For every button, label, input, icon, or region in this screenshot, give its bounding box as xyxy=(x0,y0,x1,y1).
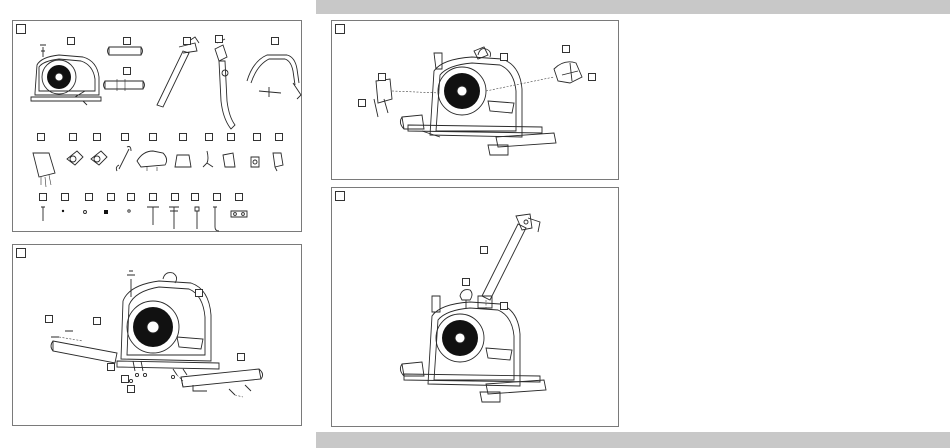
handlebar-post-icon xyxy=(482,214,540,300)
callout-label xyxy=(39,193,47,201)
callout-label xyxy=(61,193,69,201)
screw-icon xyxy=(41,207,130,221)
callout-label xyxy=(85,193,93,201)
knob-icon xyxy=(460,290,472,308)
callout-label xyxy=(93,133,101,141)
callout-label xyxy=(123,37,131,45)
callout-label xyxy=(237,353,245,361)
callout-label xyxy=(253,133,261,141)
callout-label xyxy=(462,278,470,286)
handlebar-post-assembly-panel xyxy=(331,187,619,427)
callout-label xyxy=(271,37,279,45)
callout-label xyxy=(45,315,53,323)
callout-label xyxy=(562,45,570,53)
callout-label xyxy=(358,99,366,107)
callout-label xyxy=(235,193,243,201)
handlebar-post-assembly-drawing xyxy=(332,188,620,428)
exercise-bike-icon xyxy=(400,49,556,155)
callout-label xyxy=(195,289,203,297)
callout-label xyxy=(149,133,157,141)
callout-label xyxy=(213,193,221,201)
wrench-icon xyxy=(116,147,131,172)
handlebar-post-icon xyxy=(215,39,235,129)
callout-label xyxy=(588,73,596,81)
callout-label xyxy=(500,302,508,310)
seat-icon xyxy=(137,151,167,171)
stabiliser-assembly-panel xyxy=(12,244,302,426)
callout-label xyxy=(205,133,213,141)
washer-icon xyxy=(231,211,247,217)
pedal-icon xyxy=(67,151,107,165)
callout-label xyxy=(275,133,283,141)
footer-band xyxy=(316,432,950,448)
knob-icon xyxy=(175,151,283,171)
callout-label xyxy=(67,37,75,45)
callout-label xyxy=(149,193,157,201)
console-icon xyxy=(33,153,55,187)
pedal-assembly-panel xyxy=(331,20,619,180)
callout-label xyxy=(69,133,77,141)
callout-label xyxy=(127,385,135,393)
callout-label xyxy=(215,35,223,43)
pedal-assembly-drawing xyxy=(332,21,620,181)
callout-label xyxy=(127,193,135,201)
callout-label xyxy=(227,133,235,141)
tube-icon xyxy=(51,341,263,391)
callout-label xyxy=(107,193,115,201)
callout-label xyxy=(107,363,115,371)
exercise-bike-icon xyxy=(117,271,219,369)
callout-label xyxy=(183,37,191,45)
stabiliser-assembly-drawing xyxy=(13,245,303,427)
callout-label xyxy=(191,193,199,201)
seat-post-icon xyxy=(157,37,199,107)
callout-label xyxy=(121,133,129,141)
callout-label xyxy=(480,246,488,254)
callout-label xyxy=(378,73,386,81)
callout-label xyxy=(93,317,101,325)
bolt-icon xyxy=(147,207,219,231)
parts-overview-panel xyxy=(12,20,302,232)
callout-label xyxy=(121,375,129,383)
callout-label xyxy=(123,67,131,75)
callout-label xyxy=(179,133,187,141)
handlebar-icon xyxy=(247,55,301,99)
nut-icon xyxy=(129,373,174,382)
callout-label xyxy=(500,53,508,61)
parts-overview-drawing xyxy=(13,21,303,233)
header-band xyxy=(316,0,950,14)
exercise-bike-icon xyxy=(400,296,546,402)
callout-label xyxy=(171,193,179,201)
exercise-bike-icon xyxy=(31,45,101,105)
callout-label xyxy=(37,133,45,141)
